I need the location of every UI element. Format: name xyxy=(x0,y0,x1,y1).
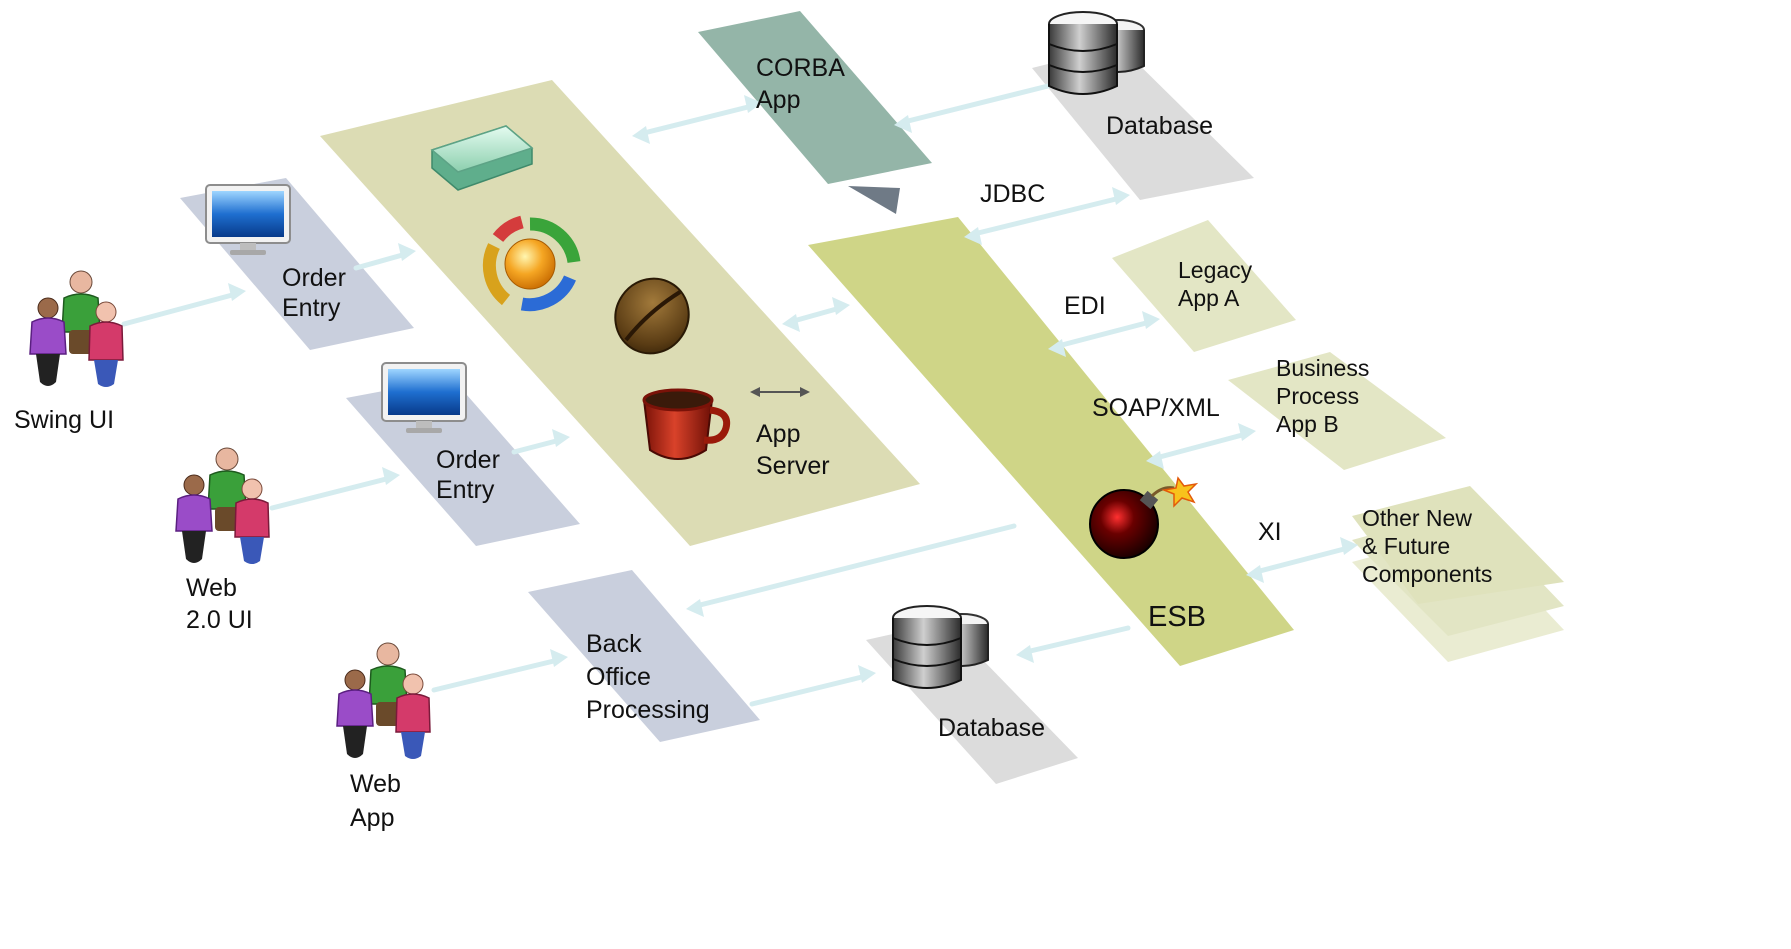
business-process-label-line1: Business xyxy=(1276,355,1369,381)
arrow-head xyxy=(1048,339,1066,357)
arrow-app-esb xyxy=(787,305,843,325)
arrow-head xyxy=(1238,423,1256,441)
back-office-label-line1: Back xyxy=(586,630,642,658)
users-group-icon xyxy=(29,270,124,388)
arrow-db-to-corba xyxy=(901,83,1051,125)
business-process-plane xyxy=(1228,352,1446,470)
arrow-head xyxy=(398,243,416,261)
users-group-icon xyxy=(175,447,270,565)
arrow-head xyxy=(894,115,912,133)
arrow-head xyxy=(832,297,850,315)
arrow-head xyxy=(1142,311,1160,329)
arrow-head xyxy=(858,665,876,683)
arrow-esb-to-db xyxy=(1023,625,1131,655)
arrow-head xyxy=(744,95,762,113)
other-new-label-line1: Other New xyxy=(1362,505,1472,531)
arrow-swing-to-order-entry xyxy=(121,291,239,327)
app-server-arrow xyxy=(750,387,810,397)
cycle-arrows-icon xyxy=(482,215,581,312)
app-server-label-line2: Server xyxy=(756,452,830,480)
arrow-head xyxy=(382,467,400,485)
coffee-cup-icon xyxy=(642,388,731,460)
bomb-icon xyxy=(1089,476,1199,559)
other-new-plane xyxy=(1352,486,1564,604)
esb-plane xyxy=(808,217,1294,666)
arrow-head xyxy=(964,227,982,245)
other-new-label-line3: Components xyxy=(1362,561,1492,587)
arrow-head xyxy=(782,314,800,332)
arrow-order-entry-to-app xyxy=(353,251,409,271)
arrow-head xyxy=(1340,537,1358,555)
order-entry-1-label-line1: Order xyxy=(282,264,346,292)
soap-xml-label: SOAP/XML xyxy=(1092,394,1220,422)
arrow-webapp-to-back-office xyxy=(431,657,561,693)
arrow-order-entry2-to-app xyxy=(511,437,563,455)
business-process-label-line2: Process xyxy=(1276,383,1359,409)
arrow-head xyxy=(552,429,570,447)
arrow-web20-to-order-entry xyxy=(269,475,393,511)
xi-label: XI xyxy=(1258,518,1282,546)
legacy-app-label-line2: App A xyxy=(1178,285,1240,311)
esb-label: ESB xyxy=(1148,601,1206,633)
web-app-label-line1: Web xyxy=(350,770,401,798)
business-process-label-line3: App B xyxy=(1276,411,1339,437)
edi-label: EDI xyxy=(1064,292,1106,320)
coffee-bean-icon xyxy=(614,277,690,355)
router-icon xyxy=(430,125,534,191)
corba-label-line1: CORBA xyxy=(756,54,845,82)
order-entry-2-label-line1: Order xyxy=(436,446,500,474)
corba-plane xyxy=(698,11,932,184)
back-office-label-line3: Processing xyxy=(586,696,710,724)
connectors xyxy=(121,83,1358,707)
users-group-icon xyxy=(336,642,431,760)
arrow-soap xyxy=(1153,431,1249,461)
database-bottom-label: Database xyxy=(938,714,1045,742)
order-entry-2-label-line2: Entry xyxy=(436,476,495,504)
arrow-head xyxy=(228,283,246,301)
arrow-app-corba xyxy=(637,103,755,137)
arrow-head xyxy=(686,599,704,617)
arrow-xi xyxy=(1253,545,1351,575)
arrow-esb-to-back-office xyxy=(693,523,1017,609)
other-new-label-line2: & Future xyxy=(1362,533,1450,559)
arrow-head xyxy=(1246,565,1264,583)
web20-ui-label-line2: 2.0 UI xyxy=(186,606,253,634)
app-server-label-line1: App xyxy=(756,420,800,448)
arrow-jdbc xyxy=(971,195,1123,237)
arrow-head xyxy=(1146,451,1164,469)
corba-label-line2: App xyxy=(756,86,800,114)
web20-ui-label-line1: Web xyxy=(186,574,237,602)
back-office-plane xyxy=(528,570,760,742)
back-office-label-line2: Office xyxy=(586,663,651,691)
legacy-app-label-line1: Legacy xyxy=(1178,257,1253,283)
web-app-label-line2: App xyxy=(350,804,394,832)
arrow-back-office-to-db xyxy=(749,673,869,707)
triangle-marker xyxy=(848,186,900,214)
arrow-head xyxy=(550,649,568,667)
database-top-label: Database xyxy=(1106,112,1213,140)
arrow-head xyxy=(632,126,650,144)
legacy-app-plane xyxy=(1112,220,1296,352)
swing-ui-label: Swing UI xyxy=(14,406,114,434)
arrow-edi xyxy=(1055,319,1153,349)
arrow-head xyxy=(1112,187,1130,205)
arrow-head xyxy=(1016,645,1034,663)
order-entry-1-label-line2: Entry xyxy=(282,294,341,322)
jdbc-label: JDBC xyxy=(980,180,1045,208)
